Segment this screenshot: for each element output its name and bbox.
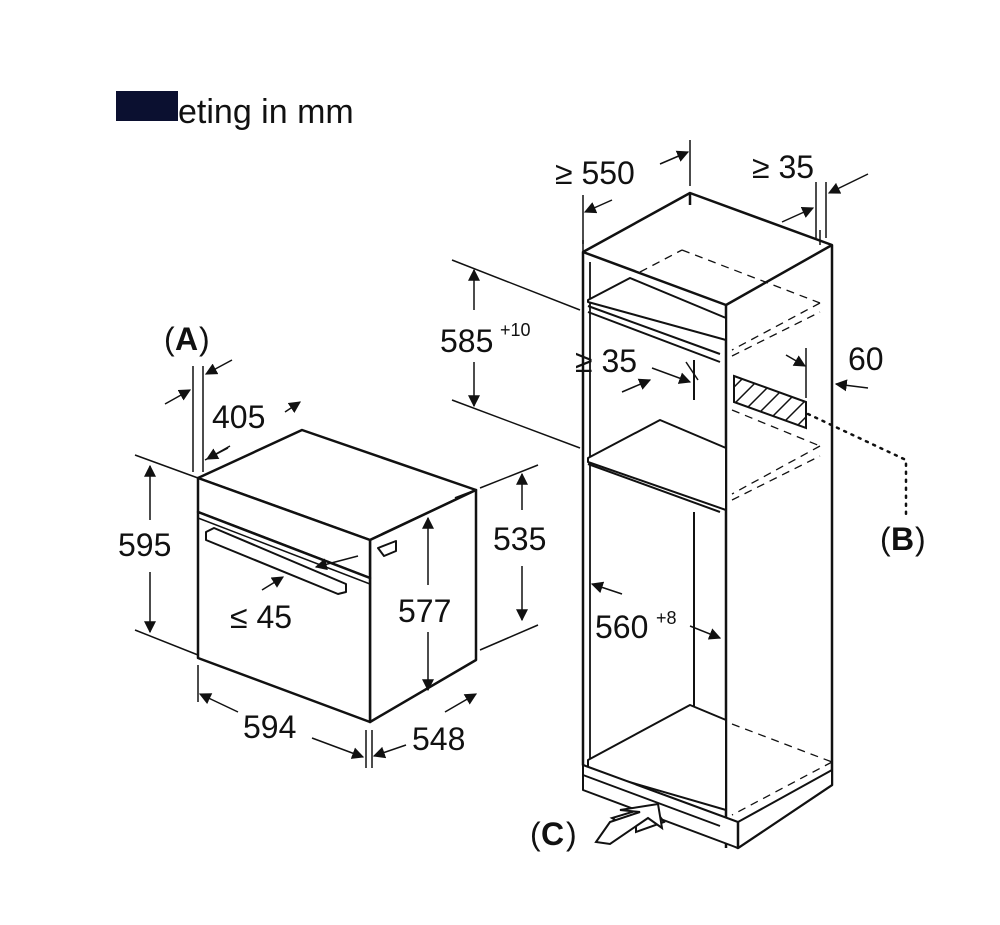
label-b-close-paren: ): [915, 521, 926, 557]
dim-cabinet-depth: ≥ 550: [555, 155, 635, 191]
dim-niche-height-tolerance: +10: [500, 320, 531, 340]
cabinet-dimension-lines: [451, 140, 869, 640]
dim-oven-body-height: 577: [398, 593, 451, 629]
dim-vent-width: 60: [848, 341, 884, 377]
oven-handle: [205, 527, 347, 595]
dim-oven-depth: 548: [412, 721, 465, 757]
label-a: A: [175, 321, 198, 357]
dim-niche-width: 560: [595, 609, 648, 645]
label-b-open-paren: (: [880, 521, 891, 557]
label-c-close-paren: ): [566, 816, 577, 852]
dim-niche-height: 585: [440, 323, 493, 359]
label-a-open-paren: (: [164, 321, 175, 357]
cabinet-drawing: [581, 191, 834, 850]
oven-dimension-lines: [134, 359, 539, 768]
dim-cabinet-rear-gap: ≥ 35: [752, 149, 814, 185]
redaction-block: [116, 91, 178, 121]
dim-vent-gap: ≥ 35: [575, 343, 637, 379]
page-title: eting in mm: [178, 93, 354, 131]
oven-drawing: [196, 428, 478, 724]
cabinet-shelf: [587, 419, 727, 511]
label-c: C: [541, 816, 564, 852]
dim-oven-rear-height: 535: [493, 521, 546, 557]
air-arrow-outline: [594, 802, 664, 846]
dim-door-clearance: ≤ 45: [230, 599, 292, 635]
dim-oven-width: 594: [243, 709, 296, 745]
label-b: B: [891, 521, 914, 557]
vent-opening: [733, 374, 807, 430]
dim-oven-height: 595: [118, 527, 171, 563]
dim-niche-width-tolerance: +8: [656, 608, 677, 628]
label-a-close-paren: ): [199, 321, 210, 357]
leader-b: [806, 412, 908, 517]
label-c-open-paren: (: [530, 816, 541, 852]
dim-oven-front-depth: 405: [212, 399, 265, 435]
cabinet-hidden-lines: [639, 249, 833, 816]
